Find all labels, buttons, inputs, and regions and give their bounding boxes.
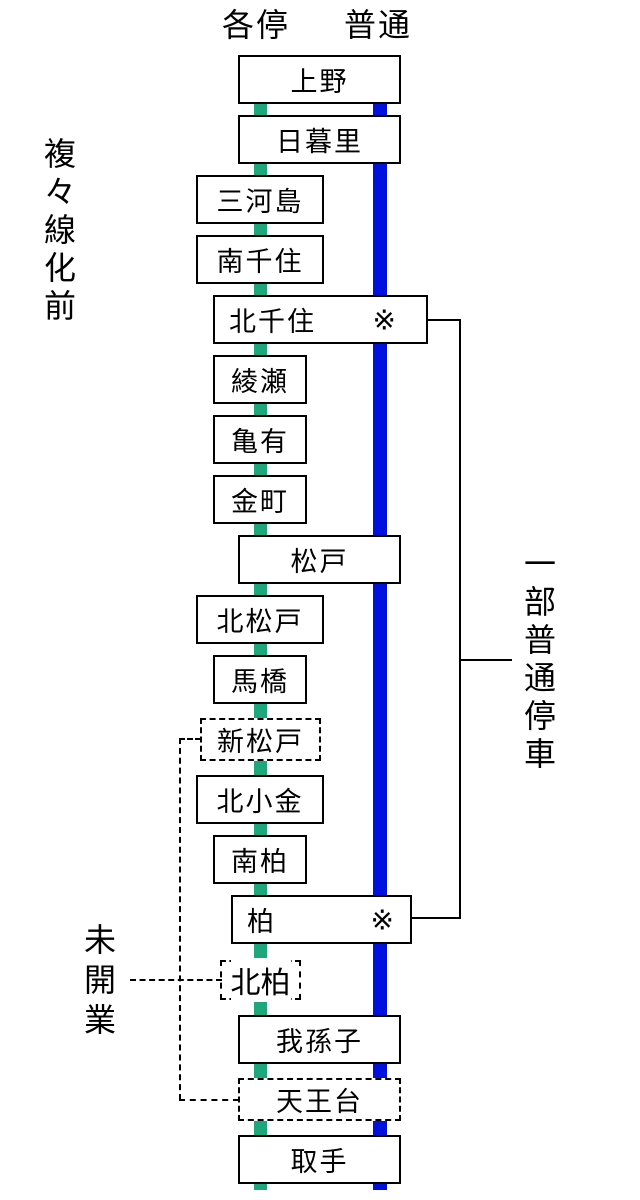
label-char: 未 (83, 921, 116, 959)
station-tennodai: 天王台 (238, 1078, 401, 1121)
unopened-connector-tennodai (179, 1099, 239, 1101)
station-name: 松戸 (290, 547, 349, 578)
station-kita-matsudo: 北松戸 (196, 595, 324, 644)
partial-stop-mark: ※ (372, 303, 396, 336)
station-kashiwa: 柏※ (231, 895, 412, 944)
station-shin-matsudo: 新松戸 (200, 718, 321, 761)
station-name: 亀有 (231, 427, 289, 458)
label-char: 複 (43, 135, 76, 173)
label-char: 々 (43, 173, 76, 211)
label-unopened: 未 開 業 (80, 920, 120, 1040)
bracket-label-connector (459, 659, 512, 661)
unopened-connector-kitakashiwa (130, 979, 222, 981)
bracket-top-connector (427, 319, 461, 321)
label-partial-rapid-stop: 一 部 普 通 停 車 (520, 545, 560, 773)
station-kita-kogane: 北小金 (196, 775, 324, 824)
station-kameari: 亀有 (213, 415, 307, 464)
label-char: 部 (523, 583, 556, 621)
label-char: 普 (523, 621, 556, 659)
station-name: 南柏 (231, 847, 289, 878)
station-matsudo: 松戸 (238, 535, 401, 584)
station-kita-senju: 北千住 ※ (213, 295, 428, 344)
label-before-quadruple-tracking: 複 々 線 化 前 (40, 135, 80, 325)
label-char: 化 (43, 249, 76, 287)
station-name: 日暮里 (276, 127, 363, 158)
station-toride: 取手 (238, 1135, 401, 1184)
bracket-vertical (459, 319, 461, 919)
station-name: 綾瀬 (231, 367, 289, 398)
station-name: 三河島 (216, 187, 304, 218)
station-minami-senju: 南千住 (196, 235, 324, 284)
station-name: 南千住 (216, 247, 304, 278)
station-name: 天王台 (276, 1087, 363, 1118)
station-ueno: 上野 (238, 55, 401, 104)
station-name: 柏 (247, 907, 276, 938)
station-name: 金町 (231, 487, 289, 518)
station-abiko: 我孫子 (238, 1015, 401, 1064)
station-name: 我孫子 (276, 1027, 363, 1058)
station-nippori: 日暮里 (238, 115, 401, 164)
station-mabashi: 馬橋 (213, 655, 307, 704)
station-mikawashima: 三河島 (196, 175, 324, 224)
label-char: 業 (83, 1001, 116, 1039)
station-kita-kashiwa: 北柏 (220, 958, 301, 1002)
station-name: 取手 (290, 1147, 349, 1178)
station-kanamachi: 金町 (213, 475, 307, 524)
label-char: 車 (523, 735, 556, 773)
station-name: 北松戸 (216, 607, 304, 638)
label-char: 開 (83, 961, 116, 999)
label-char: 通 (523, 659, 556, 697)
station-name: 上野 (290, 67, 349, 98)
station-ayase: 綾瀬 (213, 355, 307, 404)
header-local-train: 各停 (222, 6, 291, 44)
station-name: 北千住 (229, 307, 316, 338)
bracket-bottom-connector (411, 917, 461, 919)
station-minami-kashiwa: 南柏 (213, 835, 307, 884)
station-name: 新松戸 (217, 727, 304, 758)
unopened-connector-shinmatsudo (179, 738, 201, 740)
station-name: 北小金 (216, 787, 304, 818)
header-rapid-train: 普通 (344, 6, 413, 44)
label-char: 停 (523, 697, 556, 735)
label-char: 一 (523, 545, 556, 583)
station-name: 馬橋 (231, 667, 289, 698)
partial-stop-mark: ※ (370, 903, 394, 936)
label-char: 前 (43, 287, 76, 325)
unopened-connector-vertical (179, 738, 181, 1100)
station-name: 北柏 (230, 958, 291, 1002)
label-char: 線 (43, 211, 76, 249)
